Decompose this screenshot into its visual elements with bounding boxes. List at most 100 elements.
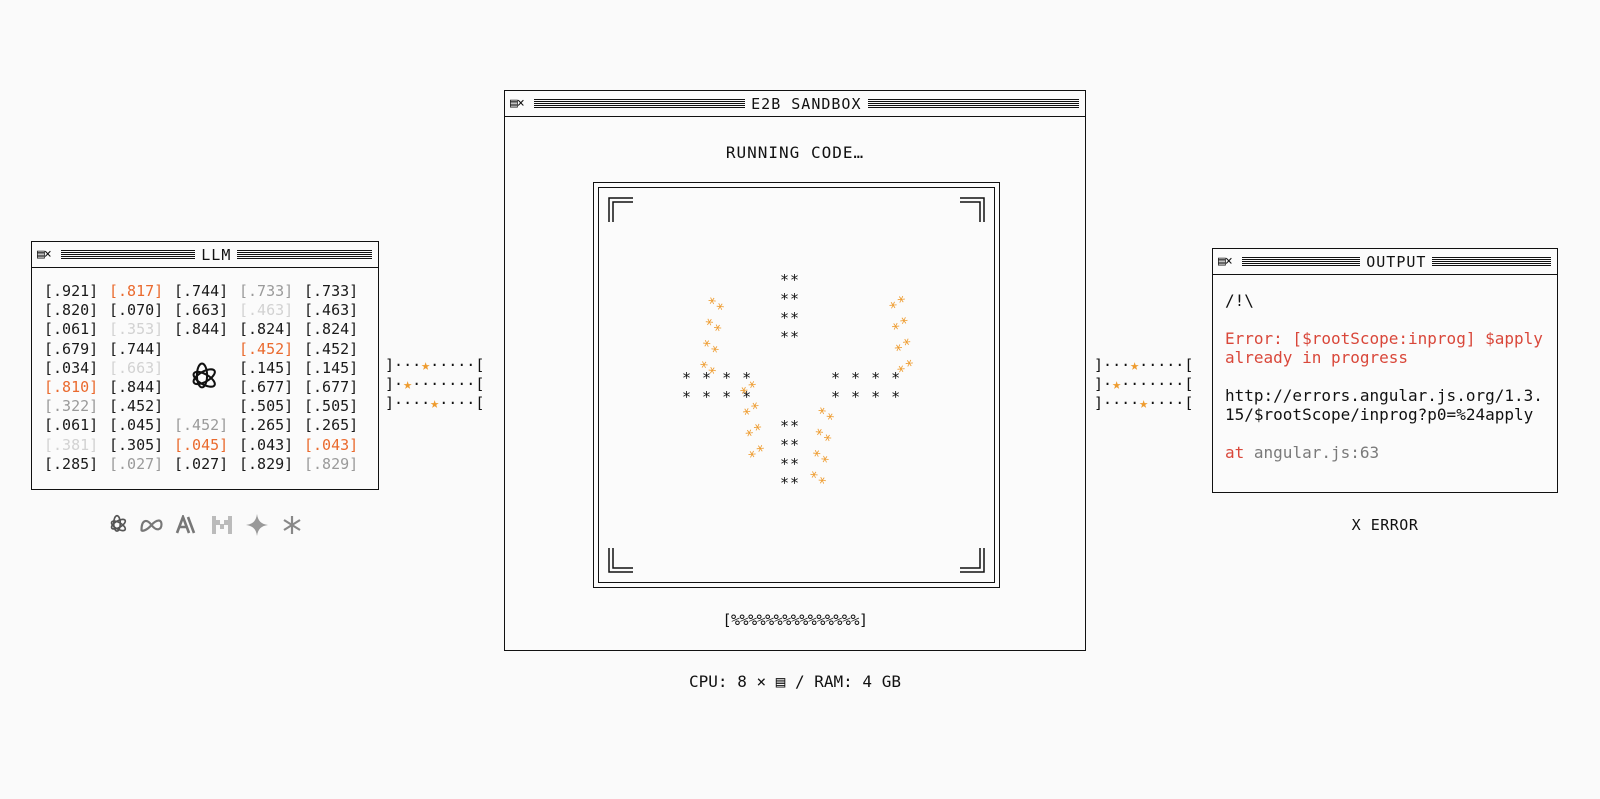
corner-bracket-icon — [960, 548, 985, 573]
token-cell: [.844] — [174, 320, 229, 339]
token-cell: [.829] — [239, 454, 294, 473]
token-cell: [.061] — [44, 320, 99, 339]
resource-summary: CPU: 8 × ▤ / RAM: 4 GB — [689, 672, 901, 691]
sandbox-title: E2B SANDBOX — [751, 94, 862, 113]
running-status: RUNNING CODE… — [725, 143, 865, 162]
token-cell: [.505] — [239, 397, 294, 416]
titlebar-stripes — [867, 99, 1079, 108]
token-cell: [.322] — [44, 397, 99, 416]
connector-sandbox-to-output-end: ]···★·····[]·★·······[]····★····[ — [1094, 356, 1193, 413]
corner-bracket-icon — [960, 197, 985, 222]
model-provider-list — [104, 512, 304, 537]
token-cell: [.463] — [304, 301, 359, 320]
token-cell: [.381] — [44, 435, 99, 454]
token-cell: [.744] — [174, 282, 229, 300]
token-cell: [.045] — [109, 416, 164, 435]
token-cell: [.353] — [109, 320, 164, 339]
connector-line: ]·★·······[ — [385, 375, 485, 393]
titlebar-stripes — [237, 250, 372, 259]
token-cell: [.733] — [304, 282, 359, 300]
window-controls[interactable]: ▤× — [1218, 254, 1233, 269]
stack-prefix: at — [1225, 443, 1245, 462]
titlebar-stripes — [60, 250, 196, 259]
connector-line: ]····★····[ — [1094, 394, 1194, 412]
token-cell: [.305] — [109, 435, 164, 454]
token-cell: [.043] — [304, 435, 359, 454]
token-cell: [.265] — [239, 416, 294, 435]
token-cell: [.463] — [239, 301, 294, 320]
token-cell: [.817] — [109, 282, 164, 300]
token-cell: [.679] — [44, 339, 99, 358]
titlebar-stripes — [533, 99, 746, 108]
spinner-arm-bottom: ** ** ** ** — [780, 417, 801, 492]
meta-icon — [139, 512, 164, 537]
token-cell: [.733] — [239, 282, 294, 300]
token-cell: [.810] — [44, 377, 99, 396]
token-cell: [.677] — [239, 377, 294, 396]
titlebar-stripes — [1432, 257, 1551, 266]
gemini-icon — [244, 512, 269, 537]
connector-llm-to-sandbox: ]···★·····[]·★·······[]····★····[ — [385, 356, 484, 413]
token-cell: [.677] — [304, 377, 359, 396]
openai-icon — [104, 512, 129, 537]
output-console: /!\ Error: [$rootScope:inprog] $apply al… — [1225, 291, 1547, 481]
token-cell: [.043] — [239, 435, 294, 454]
token-cell: [.744] — [109, 339, 164, 358]
token-cell: [.145] — [304, 358, 359, 377]
warning-glyph: /!\ — [1225, 291, 1254, 310]
mistral-icon — [209, 512, 234, 537]
sandbox-window: ▤× E2B SANDBOX RUNNING CODE… ** ** ** **… — [504, 90, 1086, 651]
sandbox-titlebar: ▤× E2B SANDBOX — [505, 91, 1085, 117]
token-cell: [.145] — [239, 358, 294, 377]
token-cell: [.824] — [239, 320, 294, 339]
token-cell: [.844] — [109, 377, 164, 396]
llm-title: LLM — [201, 245, 232, 264]
execution-viewport: ** ** ** ** ** ** ** ** * * * * * * * * … — [593, 182, 1000, 588]
llm-window: ▤× LLM [.921][.817][.744][.733][.733][.8… — [31, 241, 379, 490]
spinner-arm-left: * * * * * * * * — [682, 369, 753, 406]
token-cell: [.265] — [304, 416, 359, 435]
token-cell: [.663] — [174, 301, 229, 320]
token-cell: [.285] — [44, 454, 99, 473]
token-cell: [.452] — [239, 339, 294, 358]
window-controls[interactable]: ▤× — [510, 96, 525, 111]
error-status-label: X ERROR — [1351, 516, 1419, 534]
token-cell: [.829] — [304, 454, 359, 473]
spinner-arm-right: * * * * * * * * — [831, 369, 902, 406]
token-cell: [.452] — [109, 397, 164, 416]
token-probability-grid: [.921][.817][.744][.733][.733][.820][.07… — [44, 282, 369, 474]
connector-line: ]····★····[ — [385, 394, 485, 412]
anthropic-icon — [174, 512, 199, 537]
token-cell: [.070] — [109, 301, 164, 320]
token-cell: [.505] — [304, 397, 359, 416]
llm-titlebar: ▤× LLM — [32, 242, 378, 268]
token-cell — [174, 397, 239, 416]
window-controls[interactable]: ▤× — [37, 247, 52, 262]
titlebar-stripes — [1241, 257, 1361, 266]
output-titlebar: ▤× OUTPUT — [1213, 249, 1557, 275]
perplexity-icon — [279, 512, 304, 537]
connector-line: ]·★·······[ — [1094, 375, 1194, 393]
output-window: ▤× OUTPUT /!\ Error: [$rootScope:inprog]… — [1212, 248, 1558, 493]
output-title: OUTPUT — [1366, 252, 1427, 271]
token-cell: [.027] — [174, 454, 229, 473]
corner-bracket-icon — [608, 548, 633, 573]
token-cell: [.045] — [174, 435, 229, 454]
corner-bracket-icon — [608, 197, 633, 222]
execution-viewport-inner — [598, 187, 995, 583]
openai-icon — [192, 362, 216, 389]
token-cell: [.663] — [109, 358, 164, 377]
token-cell: [.452] — [304, 339, 359, 358]
progress-bar: [%%%%%%%%%%%%%%%] — [722, 611, 868, 629]
error-message: Error: [$rootScope:inprog] $apply alread… — [1225, 329, 1543, 367]
token-cell: [.820] — [44, 301, 99, 320]
stack-location: angular.js:63 — [1253, 443, 1380, 462]
token-cell — [174, 340, 239, 359]
token-cell: [.824] — [304, 320, 359, 339]
connector-line: ]···★·····[ — [385, 356, 485, 374]
token-cell: [.027] — [109, 454, 164, 473]
spinner-arm-top: ** ** ** ** — [780, 271, 801, 346]
token-cell: [.452] — [174, 416, 229, 435]
token-cell: [.061] — [44, 416, 99, 435]
connector-line: ]···★·····[ — [1094, 356, 1194, 374]
